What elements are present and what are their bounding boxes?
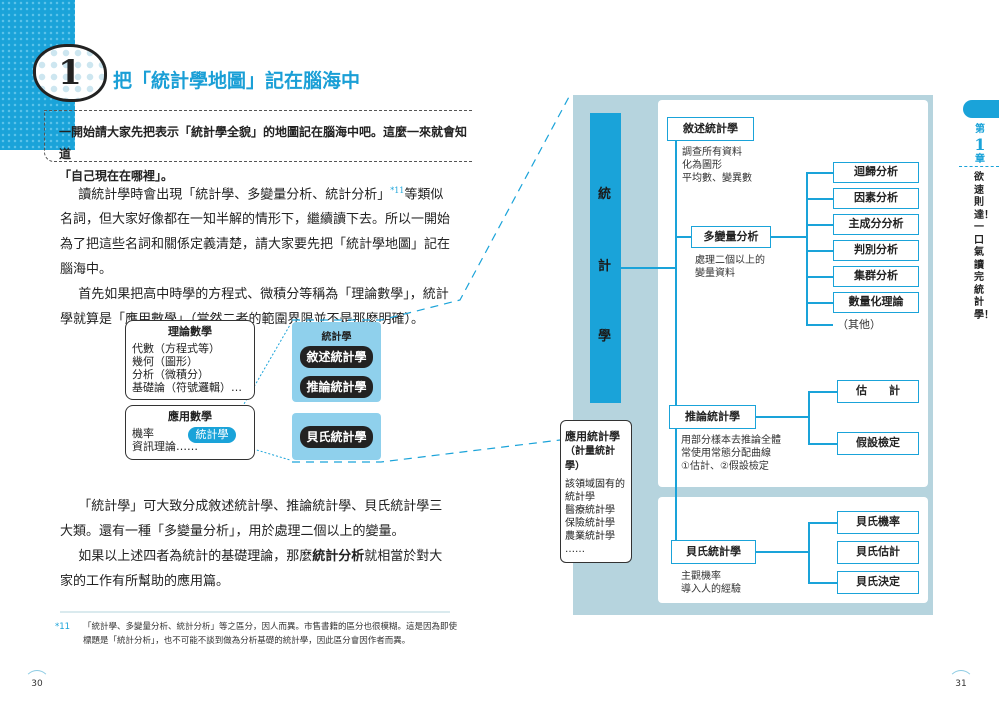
page-number-right: 31 [948,670,974,696]
bayes-estimation-box: 貝氏估計 [837,541,919,564]
theory-math-box: 理論數學 代數（方程式等） 幾何（圖形） 分析（微積分） 基礎論（符號邏輯）… [125,320,255,400]
connector [806,250,833,252]
discriminant-box: 判別分析 [833,240,919,261]
page-title: 把「統計學地圖」記在腦海中 [113,70,361,92]
connector [806,324,833,326]
connector [806,198,833,200]
paragraph: 讀統計學時會出現「統計學、多變量分析、統計分析」*11等類似名詞，但大家好像都在… [60,186,451,278]
bayes-probability-box: 貝氏機率 [837,511,919,534]
intro-box: 一開始請大家先把表示「統計學全貌」的地圖記在腦海中吧。這麼一來就會知道 「自己現… [44,110,472,183]
list-item: 機率 [132,427,154,440]
factor-analysis-box: 因素分析 [833,188,919,209]
page-number-left: 30 [24,670,50,696]
bayesian-desc: 主觀機率導入人的經驗 [681,571,741,595]
connector [756,551,809,553]
pca-box: 主成分分析 [833,214,919,235]
chapter-label: 第 1 章 [974,124,986,165]
section-number: 1 [58,53,82,93]
multivariate-desc: 處理二個以上的變量資料 [695,255,765,279]
list-item: 代數（方程式等） [132,342,220,355]
footnote-ref[interactable]: *11 [390,186,405,195]
applied-stats-box: 應用統計學 （計量統計學） 該領域固有的統計學醫療統計學保險統計學農業統計學…… [560,420,632,563]
list-item: 基礎論（符號邏輯）… [132,381,242,394]
quantification-box: 數量化理論 [833,292,919,313]
paragraph: 「統計學」可大致分成敘述統計學、推論統計學、貝氏統計學三大類。還有一種「多變量分… [60,499,443,539]
connector [756,416,809,418]
bayesian-stats-box: 貝氏統計學 [671,540,756,564]
bayes-pill: 貝氏統計學 [300,426,373,448]
connector [806,276,833,278]
list-item: 資訊理論…… [132,440,198,453]
statistics-pill: 統計學 [188,427,236,443]
other-label: （其他） [837,318,881,331]
connector [808,582,837,584]
list-item: 分析（微積分） [132,368,209,381]
bayes-box: 貝氏統計學 [292,413,381,460]
cluster-box: 集群分析 [833,266,919,287]
inferential-stats-box: 推論統計學 [669,405,756,429]
inferential-pill: 推論統計學 [300,376,373,398]
connector [621,267,676,269]
tab-marker [963,100,999,118]
body-text-2: 「統計學」可大致分成敘述統計學、推論統計學、貝氏統計學三大類。還有一種「多變量分… [60,494,452,594]
descriptive-pill: 敘述統計學 [300,346,373,368]
box-title: 統計學 [321,332,352,343]
box-subtitle: （計量統計學） [565,446,615,472]
connector [806,224,833,226]
body-text-1: 讀統計學時會出現「統計學、多變量分析、統計分析」*11等類似名詞，但大家好像都在… [60,178,452,332]
connector [676,236,691,238]
footnote-mark: *11 [55,622,71,632]
descriptive-desc: 調查所有資料化為圖形平均數、變異數 [682,147,752,184]
connector [808,522,810,583]
connector [808,443,837,445]
footnote: *11 「統計學、多變量分析、統計分析」等之區分，因人而異。市售書籍的區分也很模… [55,620,465,648]
box-title: 理論數學 [168,325,212,338]
connector [675,140,677,551]
box-title: 應用數學 [168,410,212,423]
estimation-box: 估 計 [837,380,919,403]
intro-line: 一開始請大家先把表示「統計學全貌」的地圖記在腦海中吧。這麼一來就會知道 [59,125,468,161]
connector [808,391,837,393]
paragraph: 如果以上述四者為統計的基礎理論，那麼統計分析就相當於對大家的工作有所幫助的應用篇… [60,549,443,589]
descriptive-stats-box: 敘述統計學 [667,117,754,141]
hypothesis-testing-box: 假設檢定 [837,432,919,455]
connector [806,172,808,325]
connector [808,522,837,524]
footnote-text: 「統計學、多變量分析、統計分析」等之區分，因人而異。市售書籍的區分也很模糊。這是… [83,622,458,646]
bayes-decision-box: 貝氏決定 [837,571,919,594]
connector [806,172,833,174]
intro-line: 「自己現在在哪裡」。 [59,169,174,183]
regression-box: 迴歸分析 [833,162,919,183]
statistics-box: 統計學 敘述統計學 推論統計學 [292,322,381,402]
divider [959,166,999,167]
section-number-badge: 1 [33,44,107,102]
list-item: 幾何（圖形） [132,355,198,368]
connector [806,302,833,304]
connector [771,236,807,238]
box-title: 應用統計學 [565,430,620,443]
statistics-root-bar: 統計學 [590,113,621,403]
chapter-title: 欲速則達！一口氣讀完統計學！ [974,172,994,321]
connector [808,391,810,444]
multivariate-box: 多變量分析 [691,226,771,248]
